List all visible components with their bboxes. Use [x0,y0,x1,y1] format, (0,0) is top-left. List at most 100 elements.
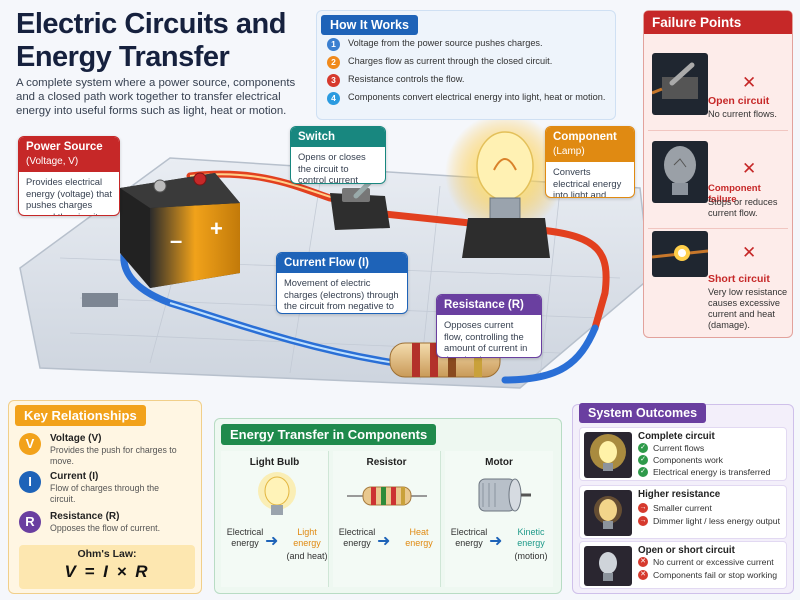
page-subtitle: A complete system where a power source, … [16,77,296,117]
how-it-works-step: 2 Charges flow as current through the clo… [327,56,607,69]
relationship-voltage: V Voltage (V) Provides the push for char… [19,433,201,466]
step-number: 3 [327,74,340,87]
page-title: Electric Circuits and Energy Transfer [16,8,286,73]
how-it-works-step: 3 Resistance controls the flow. [327,74,607,87]
relationship-name: Current (I) [50,471,99,482]
failure-points-title: Failure Points [644,11,792,34]
energy-transfer-title: Energy Transfer in Components [221,424,437,445]
relationship-desc: Flow of charges through the circuit. [50,483,160,504]
current-flow-text: Movement of electric charges (electrons)… [284,277,399,313]
energy-note: (and heat) [286,551,328,561]
outcome-point: Current flows [653,443,705,453]
x-mark-icon: ✕ [742,159,757,178]
relationship-desc: Provides the push for charges to move. [50,445,177,466]
resistor-icon [347,486,427,506]
ohms-law-formula: V = I × R [64,562,150,581]
relationship-name: Resistance (R) [50,511,120,522]
x-mark-icon: ✕ [638,557,648,567]
how-it-works-list: 1 Voltage from the power source pushes ch… [317,35,615,105]
outcome-point: Electrical energy is transferred [653,467,771,477]
component-callout: Component (Lamp) Converts electrical ene… [545,126,635,198]
how-it-works-panel: How It Works 1 Voltage from the power sou… [316,10,616,120]
how-it-works-step: 1 Voltage from the power source pushes ch… [327,38,607,51]
step-number: 1 [327,38,340,51]
check-icon: ✓ [638,467,648,477]
off-bulb-photo [584,546,632,586]
dim-bulb-photo [584,490,632,536]
energy-card-resistor: Resistor Electrical energy ➜ Heat energy [333,451,441,587]
arrow-right-icon: ➜ [265,533,279,550]
step-number: 2 [327,56,340,69]
energy-transfer-panel: Energy Transfer in Components Light Bulb… [214,418,562,594]
check-icon: ✓ [638,455,648,465]
power-source-title: Power Source [26,141,103,153]
relationship-name: Voltage (V) [50,433,102,444]
switch-text: Opens or closes the circuit to control c… [298,151,366,184]
component-subtitle: (Lamp) [553,146,585,157]
outcome-title: Open or short circuit [638,545,735,556]
wire-positive-2 [371,209,474,227]
x-mark-icon: ✕ [742,243,757,262]
how-it-works-title: How It Works [321,15,418,35]
failure-short-circuit: ✕ Short circuit Very low resistance caus… [648,231,788,335]
relationship-current: I Current (I) Flow of charges through th… [19,471,160,504]
outcome-complete-circuit: Complete circuit ✓Current flows ✓Compone… [579,427,787,481]
battery-terminal-negative [153,179,167,193]
arrow-right-icon: ➜ [377,533,391,550]
battery: – + [120,172,240,288]
energy-input: Electrical energy [450,527,488,548]
power-source-callout: Power Source (Voltage, V) Provides elect… [18,136,120,216]
outcome-higher-resistance: Higher resistance →Smaller current →Dimm… [579,485,787,539]
current-flow-callout: Current Flow (I) Movement of electric ch… [276,252,408,314]
component-name: Resistor [366,457,407,468]
key-relationships-panel: Key Relationships V Voltage (V) Provides… [8,400,202,594]
component-title: Component [553,131,617,143]
outcome-point: Components fail or stop working [653,570,778,580]
failure-points-panel: Failure Points ✕ Open circuit No current… [643,10,793,338]
energy-input: Electrical energy [338,527,376,548]
arrow-right-icon: → [638,503,648,513]
arrow-right-icon: → [638,516,648,526]
step-text: Resistance controls the flow. [348,74,465,84]
battery-terminal-positive [193,172,207,186]
outcome-point: Smaller current [653,503,712,513]
open-switch-photo [651,53,708,115]
failure-text: No current flows. [708,109,777,119]
resistance-callout: Resistance (R) Opposes current flow, con… [436,294,542,358]
wire-glow-bottom [169,302,396,364]
failure-open-circuit: ✕ Open circuit No current flows. [648,41,788,131]
energy-card-motor: Motor Electrical energy ➜ Kinetic energy… [445,451,553,587]
check-icon: ✓ [638,443,648,453]
component-name: Light Bulb [249,457,300,468]
switch-callout: Switch Opens or closes the circuit to co… [290,126,386,184]
failure-text: Stops or reduces current flow. [708,197,778,218]
system-outcomes-title: System Outcomes [579,403,707,423]
failure-text: Very low resistance causes excessive cur… [708,287,788,330]
energy-card-light-bulb: Light Bulb Electrical energy ➜ Light ene… [221,451,329,587]
how-it-works-step: 4 Components convert electrical energy in… [327,92,607,105]
power-source-text: Provides electrical energy (voltage) tha… [26,176,112,216]
energy-input: Electrical energy [226,527,264,548]
switch-title: Switch [291,127,385,147]
battery-stand [82,293,118,307]
battery-plus-label: + [210,216,223,241]
current-symbol: I [19,471,41,493]
power-source-subtitle: (Voltage, V) [26,156,79,167]
wire-return-1 [501,324,599,384]
outcome-point: No current or excessive current [653,557,774,567]
key-relationships-title: Key Relationships [15,405,146,426]
outcome-point: Dimmer light / less energy output [653,516,780,526]
resistance-text: Opposes current flow, controlling the am… [444,319,528,357]
step-text: Charges flow as current through the clos… [348,56,553,66]
step-number: 4 [327,92,340,105]
step-text: Voltage from the power source pushes cha… [348,38,543,48]
energy-output: Kinetic energy [517,527,545,548]
step-text: Components convert electrical energy int… [348,92,606,102]
failure-title: Component failure [708,183,761,205]
x-mark-icon: ✕ [638,570,648,580]
ohms-law-label: Ohm's Law: [77,548,137,560]
resistance-symbol: R [19,511,41,533]
energy-output: Heat energy [405,527,433,548]
battery-minus-label: – [170,228,182,253]
